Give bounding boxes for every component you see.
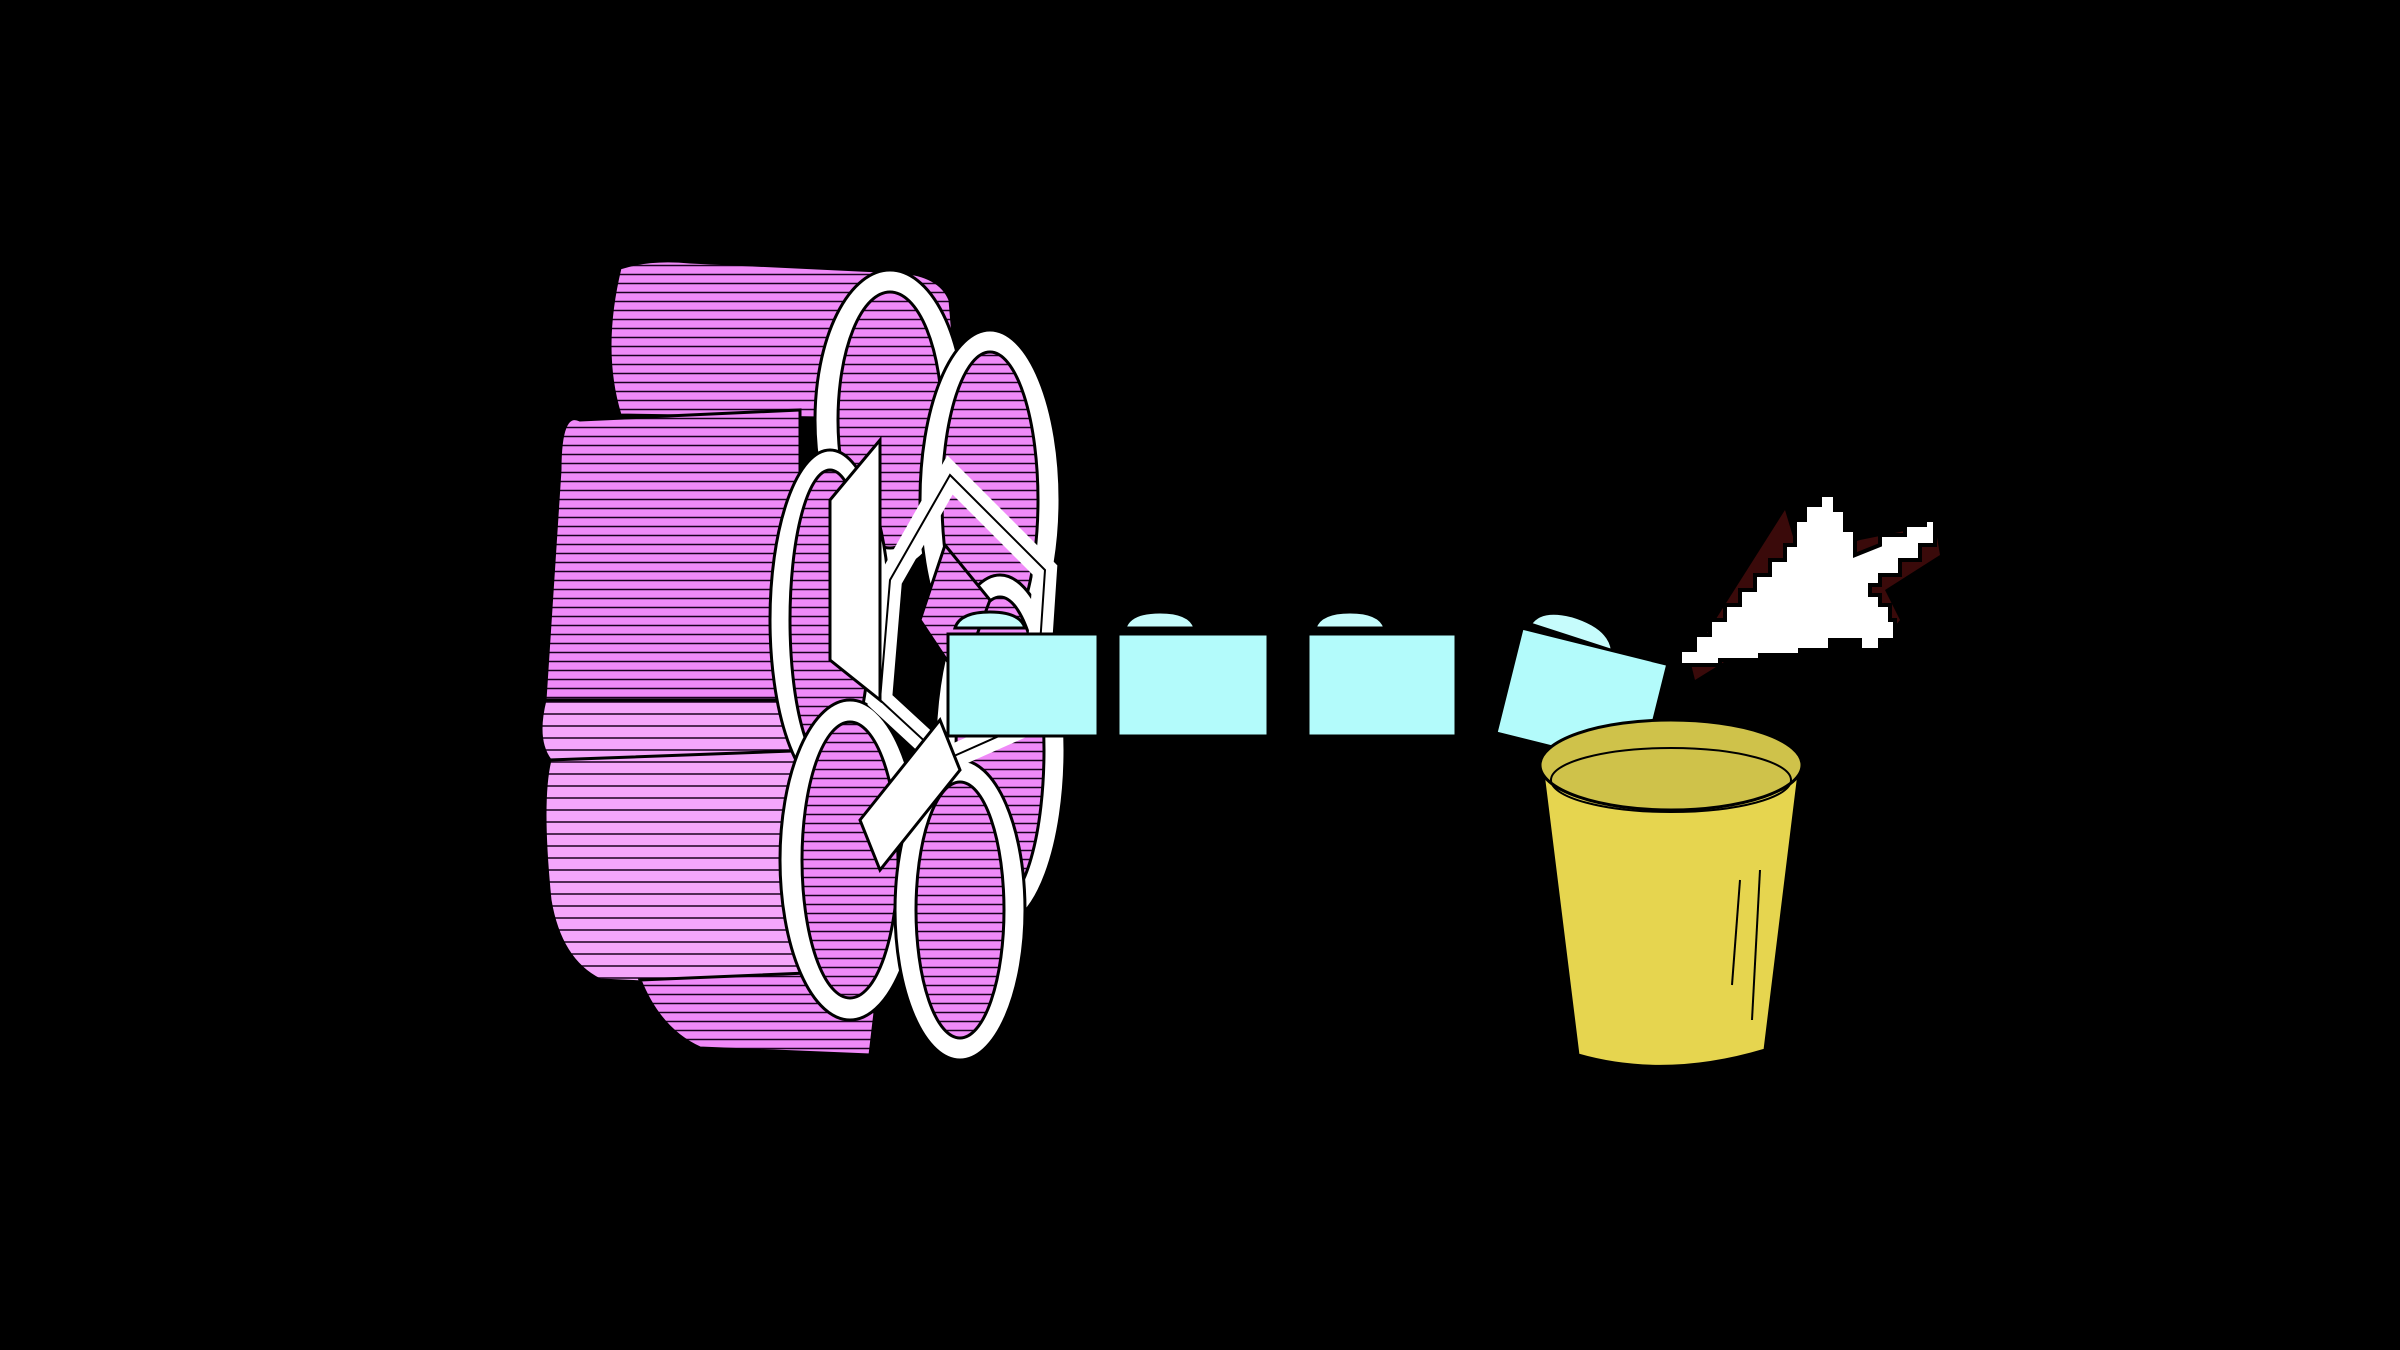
pixel-cursor-icon (1678, 493, 1940, 680)
folder-icon (1306, 610, 1458, 738)
openai-knot-icon (539, 259, 1067, 1062)
logo-extrusion-upper (543, 408, 802, 707)
trash-cup-icon (1538, 718, 1804, 1068)
folder-icon (1116, 610, 1270, 738)
logo-front-face (768, 268, 1067, 1062)
folder-icon (946, 610, 1100, 738)
logo-extrusion-lower (543, 748, 822, 992)
